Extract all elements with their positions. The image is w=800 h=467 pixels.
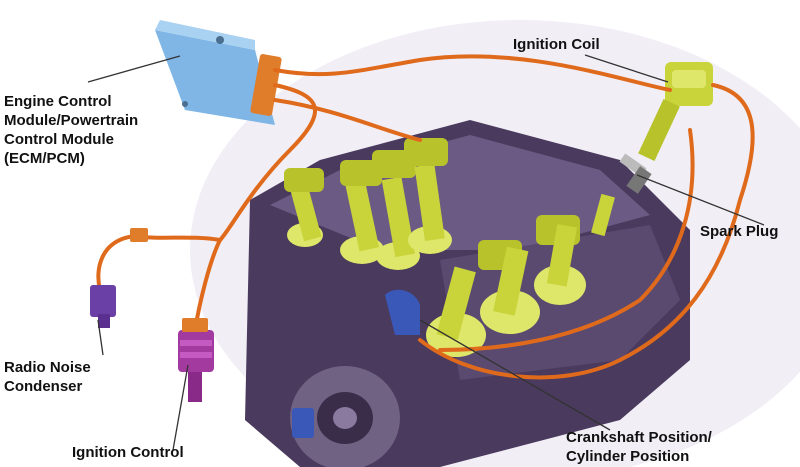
- crankshaft-label: Crankshaft Position/ Cylinder Position: [566, 428, 712, 466]
- leader-lines: [87, 54, 765, 451]
- ecm-label-line-4: (ECM/PCM): [4, 150, 85, 167]
- ecm-label-line-2: Module/Powertrain: [4, 112, 139, 129]
- ecm-label-line-1: Engine Control: [4, 93, 112, 110]
- crankshaft-label-line-2: Cylinder Position: [566, 448, 690, 465]
- ecm-label-line-3: Control Module: [4, 131, 114, 148]
- spark-plug: [619, 153, 652, 194]
- ecm-label: Engine Control Module/Powertrain Control…: [4, 92, 138, 168]
- ignition-coil-label: Ignition Coil: [513, 36, 600, 53]
- radio-noise-condenser-label: Radio Noise Condenser: [4, 358, 91, 396]
- ignition-control-label: Ignition Control: [72, 444, 184, 461]
- rear-coil-bank: [284, 138, 452, 270]
- harness-connector: [130, 228, 148, 242]
- ecm-module: [155, 20, 282, 125]
- ignition-coil: [638, 62, 713, 161]
- radio-noise-condenser: [90, 285, 116, 328]
- crankshaft-sensor: [292, 289, 420, 438]
- radio-noise-label-line-2: Condenser: [4, 378, 83, 395]
- crankshaft-label-line-1: Crankshaft Position/: [566, 429, 712, 446]
- spark-plug-label: Spark Plug: [700, 223, 779, 240]
- front-coil-bank: [426, 193, 615, 357]
- radio-noise-label-line-1: Radio Noise: [4, 359, 91, 376]
- ignition-control-module: [178, 318, 214, 402]
